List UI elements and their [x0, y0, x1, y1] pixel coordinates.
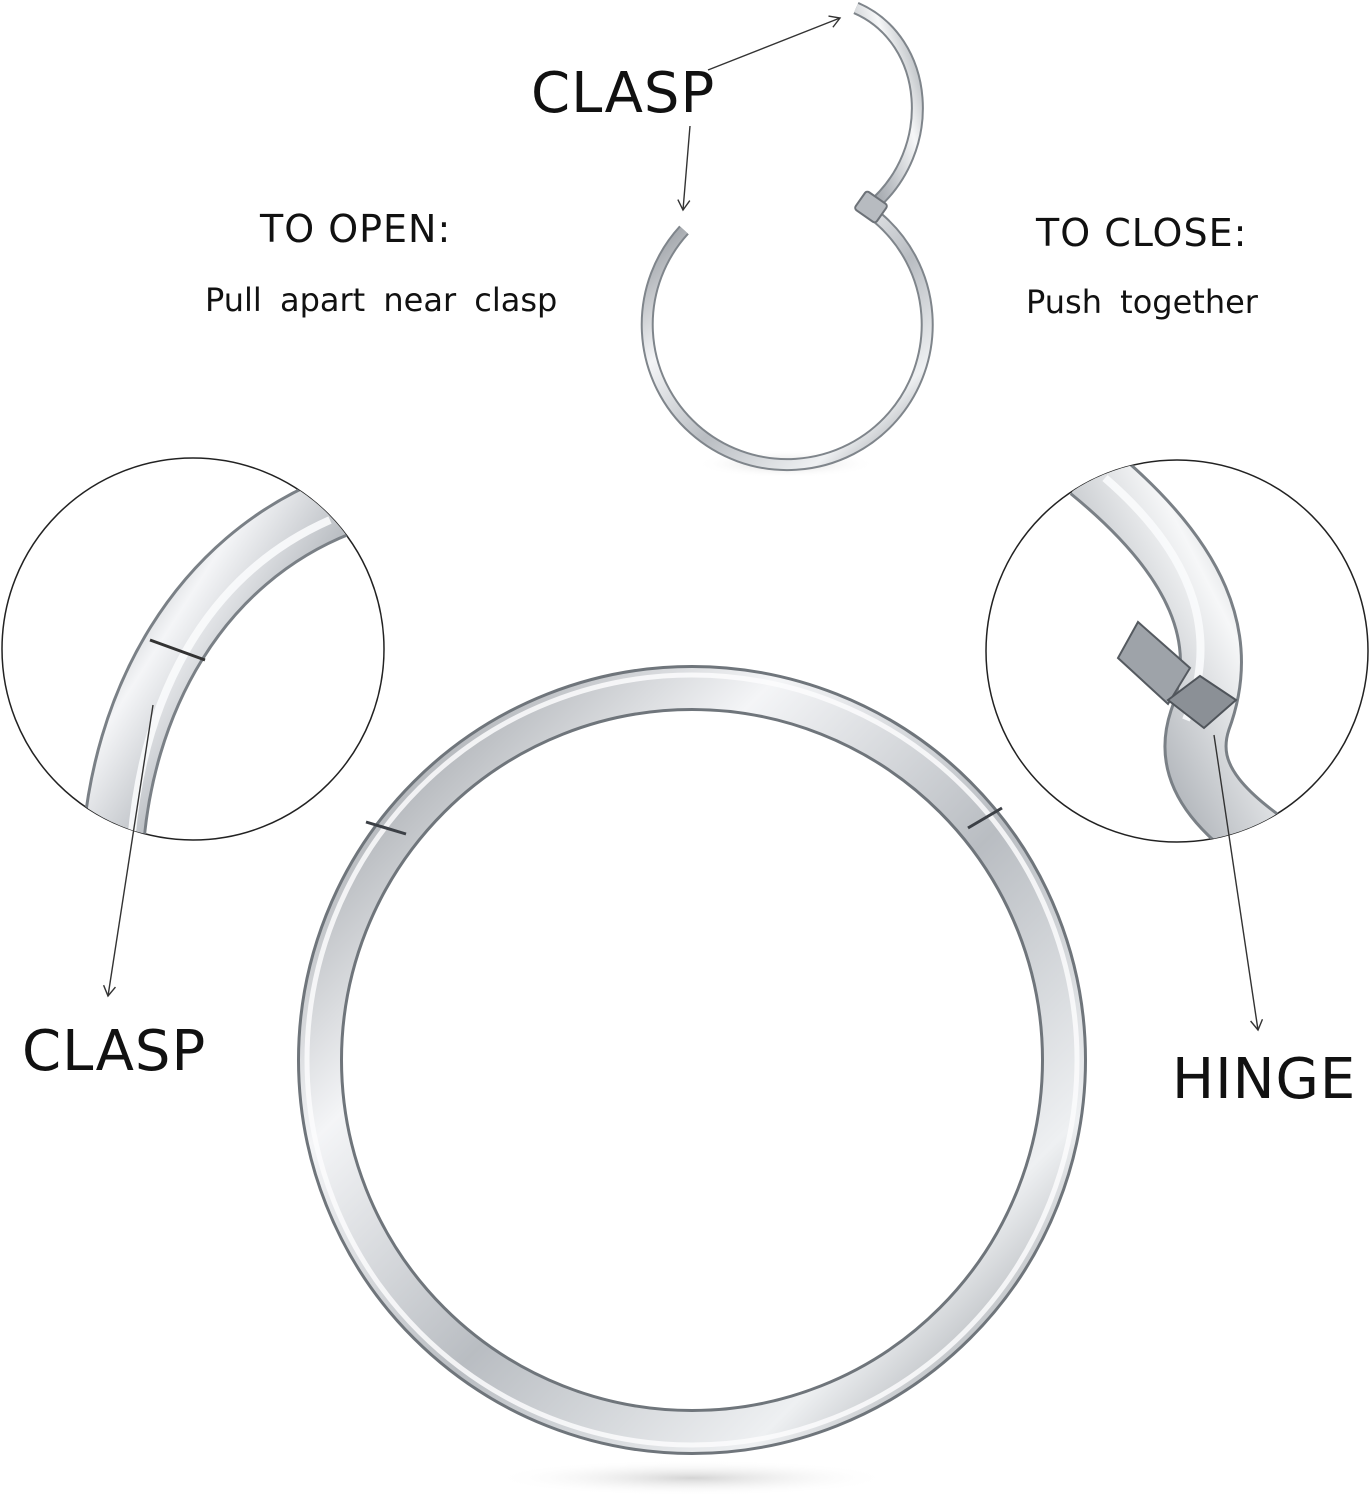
- closed-ring-clasp-seam: [365, 820, 407, 836]
- top-clasp-label: CLASP: [531, 61, 716, 126]
- hinge-zoom-pivot-block: [1116, 620, 1192, 706]
- close-title: TO CLOSE:: [1036, 211, 1248, 255]
- bottom-clasp-arrow: [102, 704, 154, 998]
- closed-ring-illustration: [297, 665, 1087, 1496]
- open-ring-illustration: [640, 2, 934, 478]
- top-clasp-arrow-upper: [707, 15, 842, 71]
- clasp-zoom-circle: [1, 457, 385, 998]
- closed-ring-body: [300, 668, 1084, 1452]
- bottom-clasp-label: CLASP: [22, 1019, 207, 1084]
- close-instruction: Push together: [1026, 283, 1258, 321]
- hinge-zoom-joint: [1166, 674, 1238, 730]
- hinge-label: HINGE: [1172, 1047, 1357, 1112]
- closed-ring-highlight: [304, 672, 1080, 1448]
- open-instruction: Pull apart near clasp: [205, 281, 558, 319]
- clasp-zoom-ring-body: [83, 478, 352, 840]
- clasp-zoom-seam: [149, 638, 206, 662]
- top-clasp-arrow-lower: [677, 125, 691, 212]
- hinge-zoom-outline: [985, 459, 1369, 843]
- clasp-zoom-ring-highlight: [126, 516, 332, 840]
- hinge-arrow: [1213, 734, 1264, 1032]
- closed-ring-hinge-seam: [967, 806, 1003, 830]
- hinge-zoom-circle: [985, 459, 1369, 1032]
- open-ring-upper-segment: [854, 3, 922, 212]
- open-title: TO OPEN:: [260, 207, 452, 251]
- open-ring-hinge-block: [854, 190, 888, 224]
- open-ring-lower-arc: [642, 214, 932, 470]
- open-ring-upper-outline: [853, 2, 924, 214]
- closed-ring-shadow: [492, 1460, 892, 1496]
